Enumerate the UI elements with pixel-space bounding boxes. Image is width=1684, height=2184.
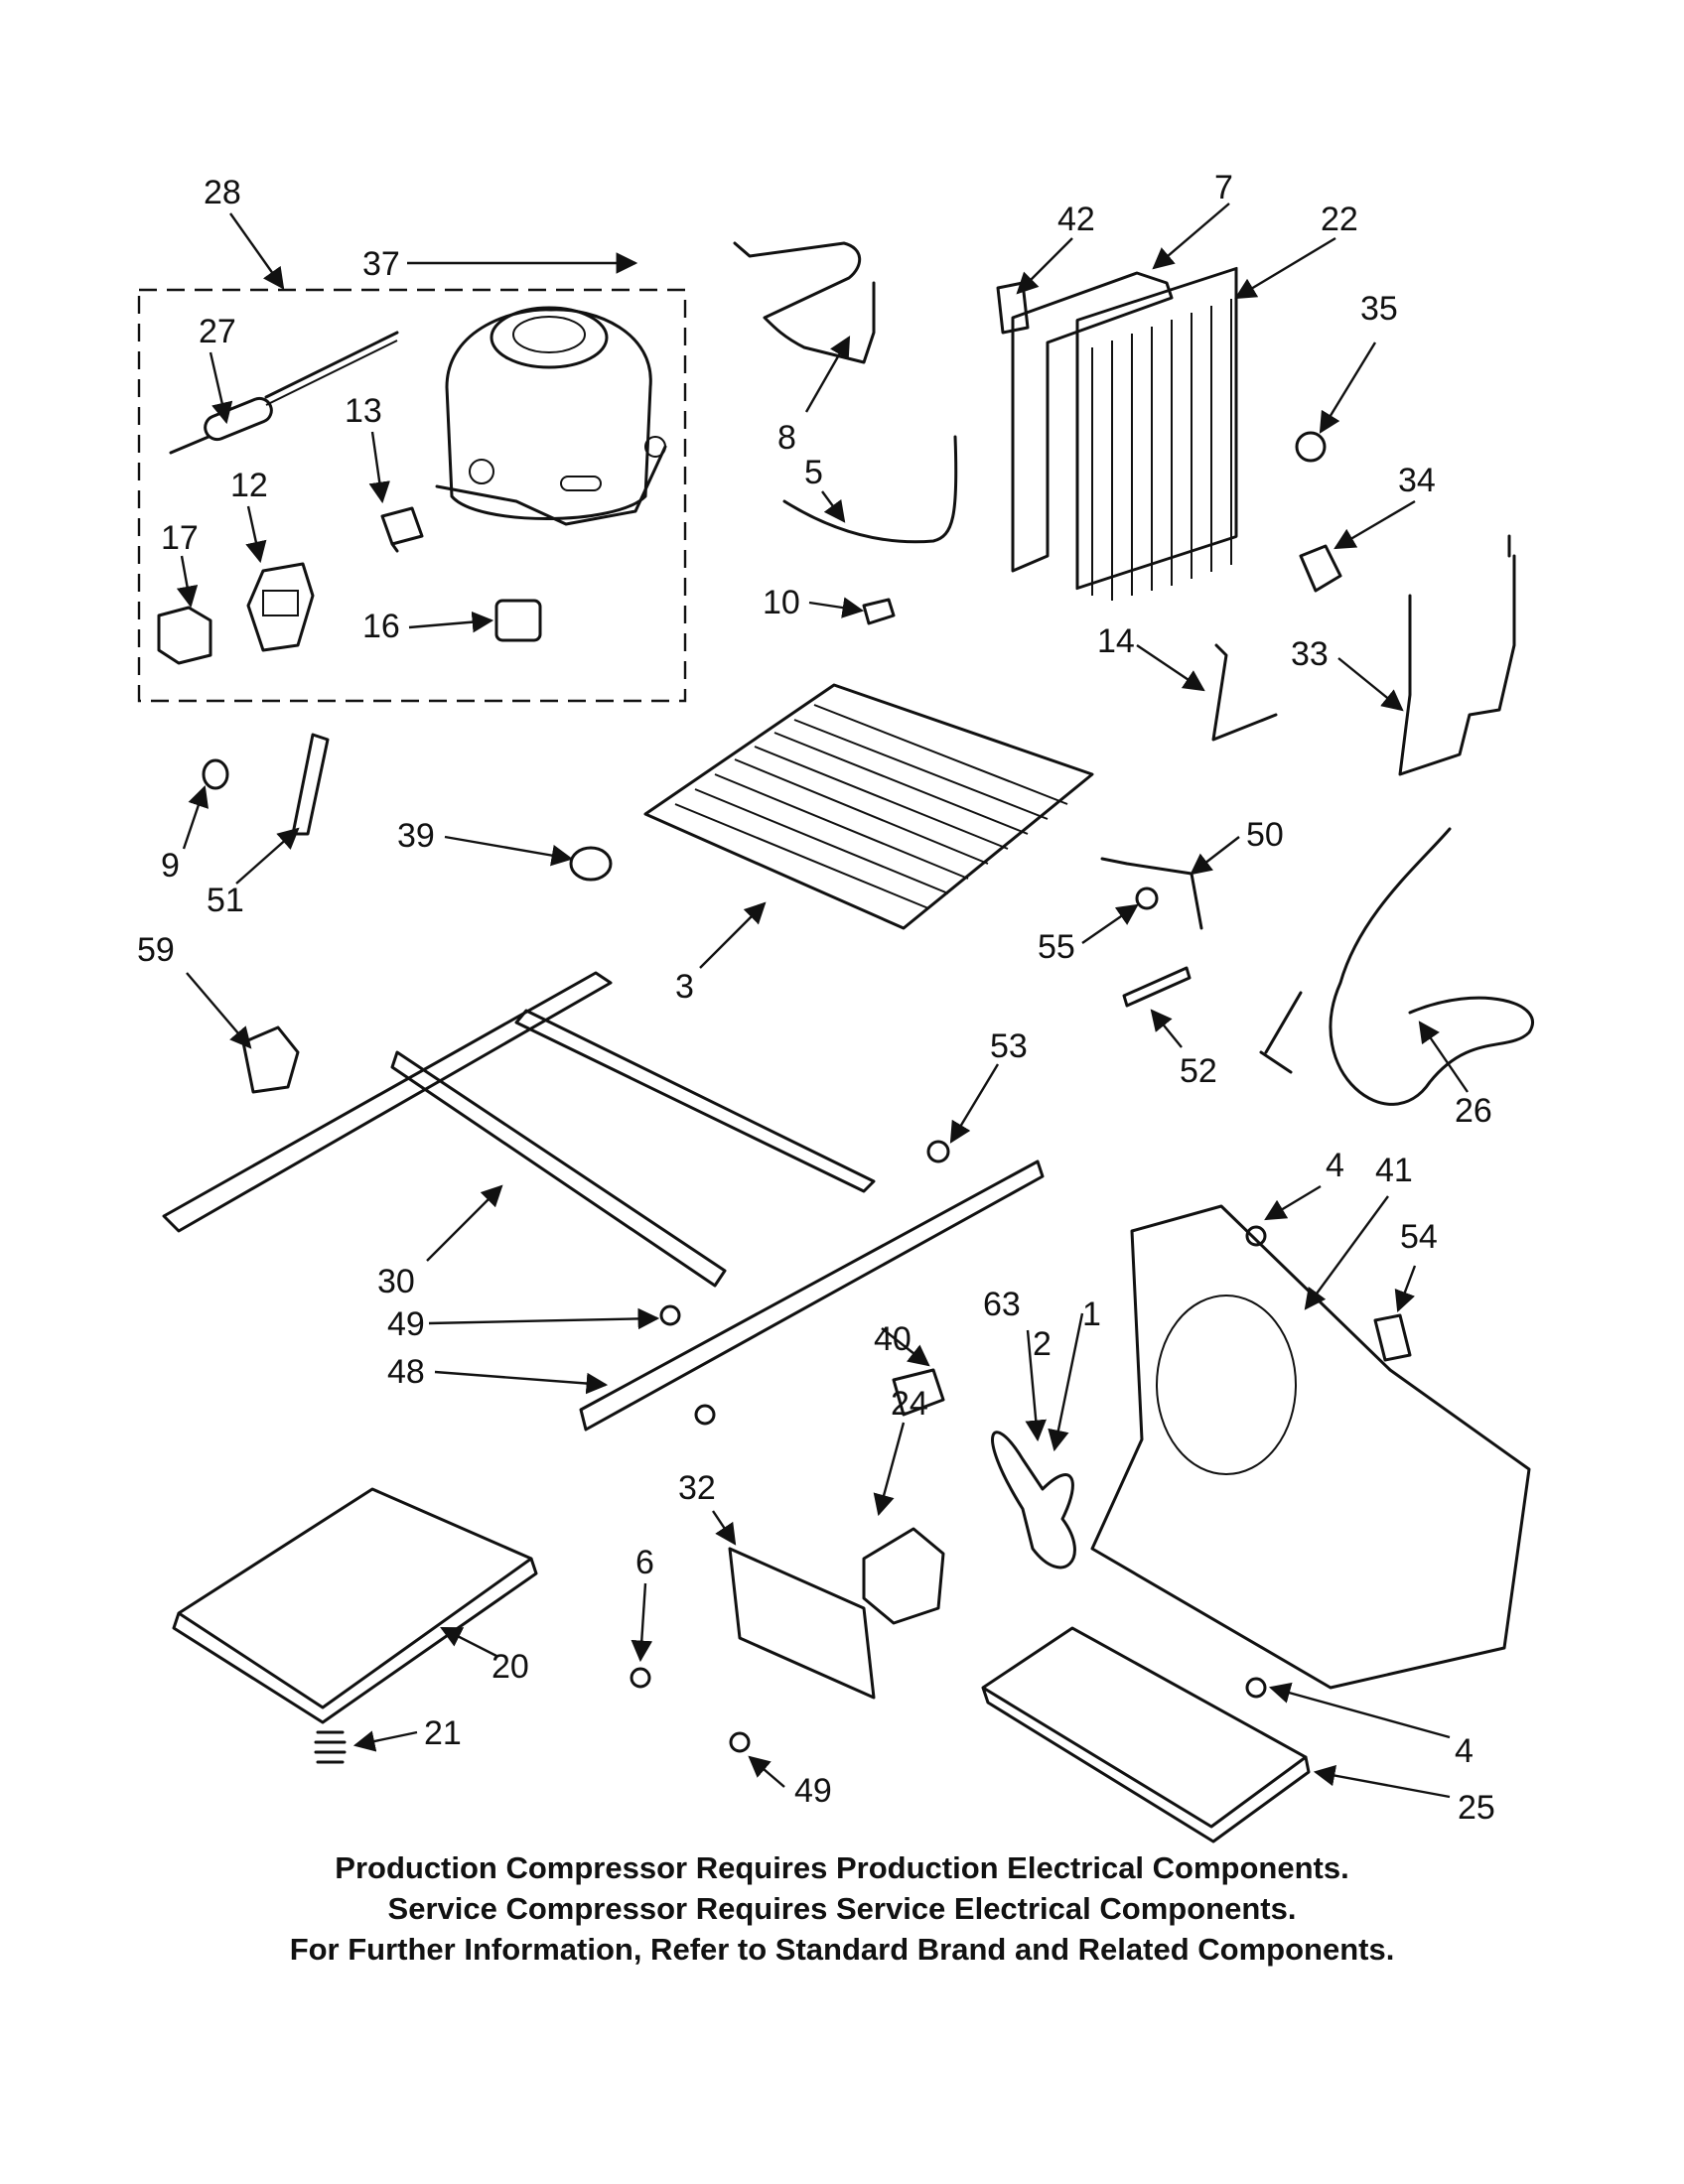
callout-37: 37: [362, 245, 400, 283]
callout-4: 4: [1326, 1147, 1344, 1184]
callout-1: 1: [1082, 1296, 1101, 1333]
callout-26: 26: [1455, 1092, 1492, 1130]
evaporator-coil: [643, 683, 1094, 930]
motor-24: [862, 1527, 945, 1625]
rod-14: [1211, 643, 1278, 742]
shroud-opening: [1156, 1295, 1297, 1475]
tube-33: [1398, 534, 1516, 776]
callout-28: 28: [204, 174, 241, 211]
plate-20: [172, 1487, 538, 1724]
callout-20: 20: [491, 1648, 529, 1686]
capacitor-part: [494, 599, 542, 642]
overload-part: [157, 606, 212, 665]
callout-10: 10: [763, 584, 800, 621]
electrical-group-box: [137, 288, 687, 703]
footer-note-2: Service Compressor Requires Service Elec…: [387, 1891, 1297, 1926]
callout-24: 24: [891, 1385, 928, 1423]
fan-shroud-41: [1090, 1204, 1531, 1690]
callout-6: 6: [635, 1544, 654, 1581]
callout-27: 27: [199, 313, 236, 350]
callout-2: 2: [1033, 1325, 1052, 1363]
callout-14: 14: [1097, 622, 1135, 660]
screw-49b: [729, 1731, 751, 1753]
callout-33: 33: [1291, 635, 1329, 673]
callout-9: 9: [161, 847, 180, 885]
callout-13: 13: [345, 392, 382, 430]
screw-49: [659, 1304, 681, 1326]
clip-part: [380, 506, 424, 553]
callout-51: 51: [207, 882, 244, 919]
clip-42: [996, 281, 1030, 335]
callout-3: 3: [675, 968, 694, 1006]
callout-41: 41: [1375, 1152, 1413, 1189]
compressor: [435, 306, 667, 526]
callout-21: 21: [424, 1714, 462, 1752]
tube-5: [782, 435, 958, 544]
callout-5: 5: [804, 454, 823, 491]
callout-50: 50: [1246, 816, 1284, 854]
callout-30: 30: [377, 1263, 415, 1300]
callout-8: 8: [777, 419, 796, 457]
bushing-63: [892, 1368, 945, 1417]
callout-35: 35: [1360, 290, 1398, 328]
footer-note-3: For Further Information, Refer to Standa…: [289, 1932, 1395, 1967]
callout-48: 48: [387, 1353, 425, 1391]
screw-4b: [1245, 1677, 1267, 1699]
hose-51: [291, 733, 330, 836]
callout-7: 7: [1214, 169, 1233, 206]
callout-49: 49: [387, 1305, 425, 1343]
screw-6: [630, 1667, 651, 1689]
leader-lines: [176, 203, 1469, 1799]
callout-52: 52: [1180, 1052, 1217, 1090]
bracket-59: [241, 1025, 300, 1094]
callout-63: 63: [983, 1286, 1021, 1323]
tie-52: [1122, 966, 1192, 1008]
callout-32: 32: [678, 1469, 716, 1507]
callout-39: 39: [397, 817, 435, 855]
callout-22: 22: [1321, 201, 1358, 238]
drier-part: [169, 331, 399, 455]
fan-blade-2: [991, 1431, 1076, 1570]
tube-8: [733, 241, 876, 364]
cap-9: [202, 758, 229, 790]
callout-54: 54: [1400, 1218, 1438, 1256]
connector-54: [1373, 1313, 1412, 1362]
callout-12: 12: [230, 467, 268, 504]
harness-26: [1259, 827, 1534, 1106]
bracket-32: [728, 1547, 876, 1700]
screw-40: [694, 1404, 716, 1426]
callout-59: 59: [137, 931, 175, 969]
callout-40: 40: [874, 1320, 912, 1358]
callout-17: 17: [161, 519, 199, 557]
callout-25: 25: [1458, 1789, 1495, 1827]
spring-21: [314, 1730, 347, 1764]
screw-53: [926, 1140, 950, 1163]
screw-55: [1135, 887, 1159, 910]
condenser: [1011, 266, 1238, 601]
clip-10: [862, 598, 896, 625]
relay-part: [246, 562, 315, 652]
callout-4b: 4: [1455, 1732, 1474, 1770]
footer-note-1: Production Compressor Requires Productio…: [335, 1850, 1349, 1885]
base-frame: [162, 971, 1045, 1432]
clip-34: [1299, 544, 1342, 593]
bracket-50: [1100, 857, 1203, 930]
callout-53: 53: [990, 1027, 1028, 1065]
sensor-35: [1295, 431, 1327, 463]
callout-34: 34: [1398, 462, 1436, 499]
callout-55: 55: [1038, 928, 1075, 966]
callout-42: 42: [1057, 201, 1095, 238]
screw-4a: [1245, 1225, 1267, 1247]
drain-pan-25: [981, 1626, 1311, 1843]
callout-16: 16: [362, 608, 400, 645]
grommet-39: [569, 846, 613, 882]
callout-49b: 49: [794, 1772, 832, 1810]
